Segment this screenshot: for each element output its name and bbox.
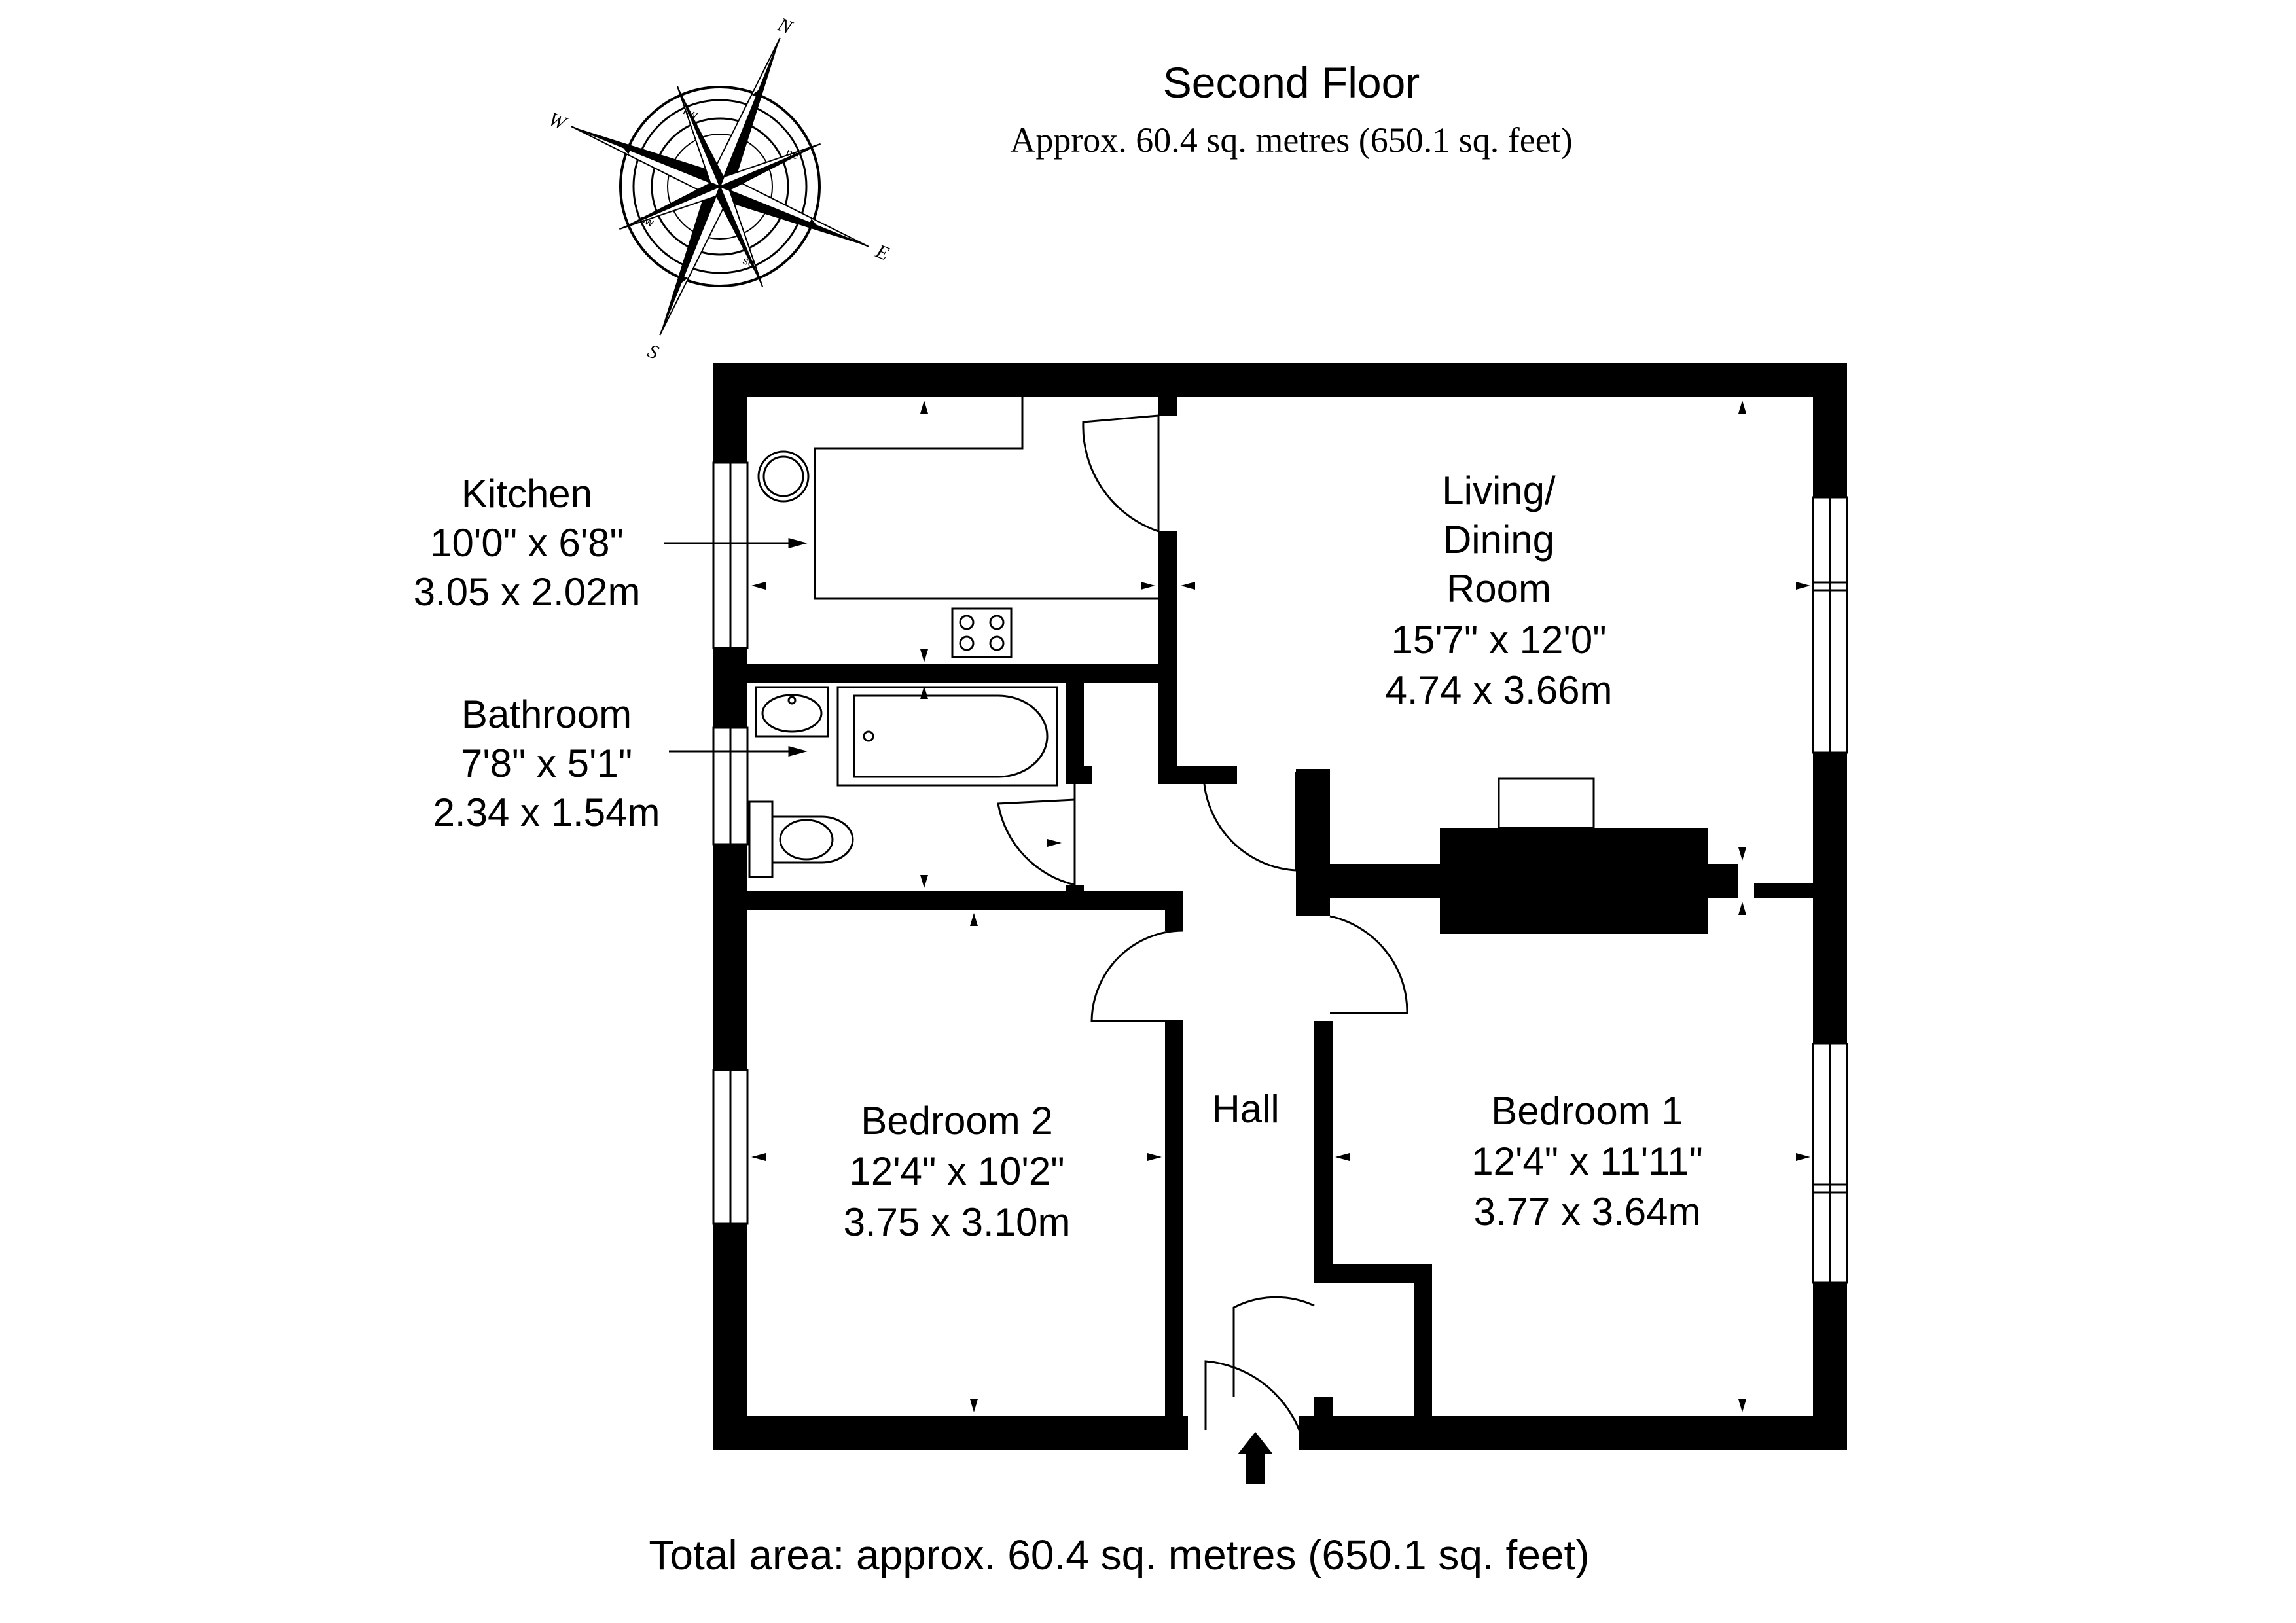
bathroom-door [997,784,1076,886]
cupboard-door [1232,1296,1315,1397]
living-metric: 4.74 x 3.66m [1386,668,1613,712]
living-name-1: Living/ [1442,469,1556,512]
kitchen-imperial: 10'0" x 6'8" [430,521,624,565]
living-name-2: Dining [1443,518,1554,562]
compass-south-label: S [645,340,662,364]
fireplace-hearth [1498,777,1595,829]
floor-subtitle: Approx. 60.4 sq. metres (650.1 sq. feet) [1010,120,1572,160]
living-imperial: 15'7" x 12'0" [1391,618,1606,662]
measure-markers [751,401,1810,1412]
hall-label: Hall [1211,1087,1279,1131]
leader-lines [664,538,808,757]
entrance-arrow-icon [1238,1432,1273,1484]
fixtures [748,397,1158,878]
bedroom2-name: Bedroom 2 [861,1099,1053,1143]
compass-rose-icon: N E S W ne se sw nw [546,13,892,364]
bedroom1-name: Bedroom 1 [1491,1089,1683,1133]
walls [713,363,1847,1450]
bedroom1-metric: 3.77 x 3.64m [1474,1190,1701,1234]
kitchen-label: Kitchen 10'0" x 6'8" 3.05 x 2.02m [414,472,641,614]
front-door [1204,1360,1300,1431]
compass-east-label: E [872,240,892,265]
kitchen-name: Kitchen [461,472,592,516]
bedroom1-door [1329,915,1408,1014]
kitchen-metric: 3.05 x 2.02m [414,570,641,614]
bedroom1-label: Bedroom 1 12'4" x 11'11" 3.77 x 3.64m [1471,1089,1703,1234]
bedroom2-metric: 3.75 x 3.10m [844,1200,1071,1244]
bathroom-basin-icon [755,686,829,738]
bath-icon [836,686,1058,787]
kitchen-worktop [814,397,1158,600]
windows [712,461,1848,1284]
floor-title: Second Floor [1163,58,1420,107]
total-area: Total area: approx. 60.4 sq. metres (650… [649,1531,1589,1578]
living-name-3: Room [1446,567,1551,611]
compass-west-label: W [546,108,571,135]
toilet-icon [748,800,854,878]
kitchen-sink-icon [757,450,810,503]
bedroom2-imperial: 12'4" x 10'2" [849,1149,1064,1193]
compass-north-label: N [774,13,797,39]
bedroom2-label: Bedroom 2 12'4" x 10'2" 3.75 x 3.10m [844,1099,1071,1244]
kitchen-door [1082,414,1160,533]
kitchen-hob-icon [951,607,1013,658]
bathroom-imperial: 7'8" x 5'1" [461,741,632,785]
bathroom-label: Bathroom 7'8" x 5'1" 2.34 x 1.54m [433,692,660,834]
compass-se-label: se [741,254,757,270]
bathroom-metric: 2.34 x 1.54m [433,791,660,834]
bathroom-name: Bathroom [461,692,632,736]
living-label: Living/ Dining Room 15'7" x 12'0" 4.74 x… [1386,469,1613,712]
living-room-door [1203,772,1297,872]
bedroom1-imperial: 12'4" x 11'11" [1471,1139,1703,1183]
doors [997,414,1408,1431]
bedroom2-door [1090,929,1184,1022]
